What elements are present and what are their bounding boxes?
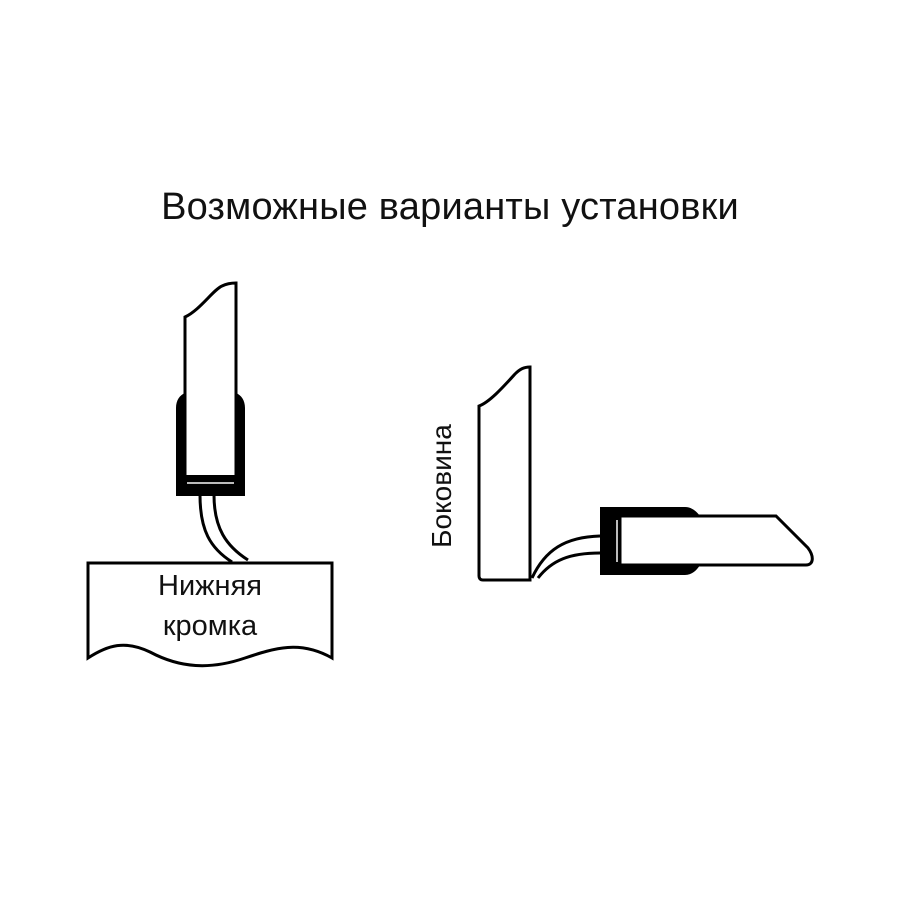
seal-profile [176,393,245,496]
seal-profile-side [600,507,700,575]
diagram-title: Возможные варианты установки [161,186,739,228]
variant-side-panel [477,365,814,582]
bottom-edge-label: Нижняя кромка [86,566,334,646]
bottom-edge-label-line2: кромка [162,610,258,642]
seal-fin-side [530,534,601,579]
glass-panel [183,281,238,482]
side-panel-board [477,365,532,582]
bottom-edge-label-line1: Нижняя [158,570,262,602]
bottom-edge-board [86,561,334,668]
glass-panel-side [618,514,814,567]
seal-fin [198,494,249,564]
variant-bottom-edge [86,281,334,668]
side-panel-label: Боковина [426,424,457,548]
